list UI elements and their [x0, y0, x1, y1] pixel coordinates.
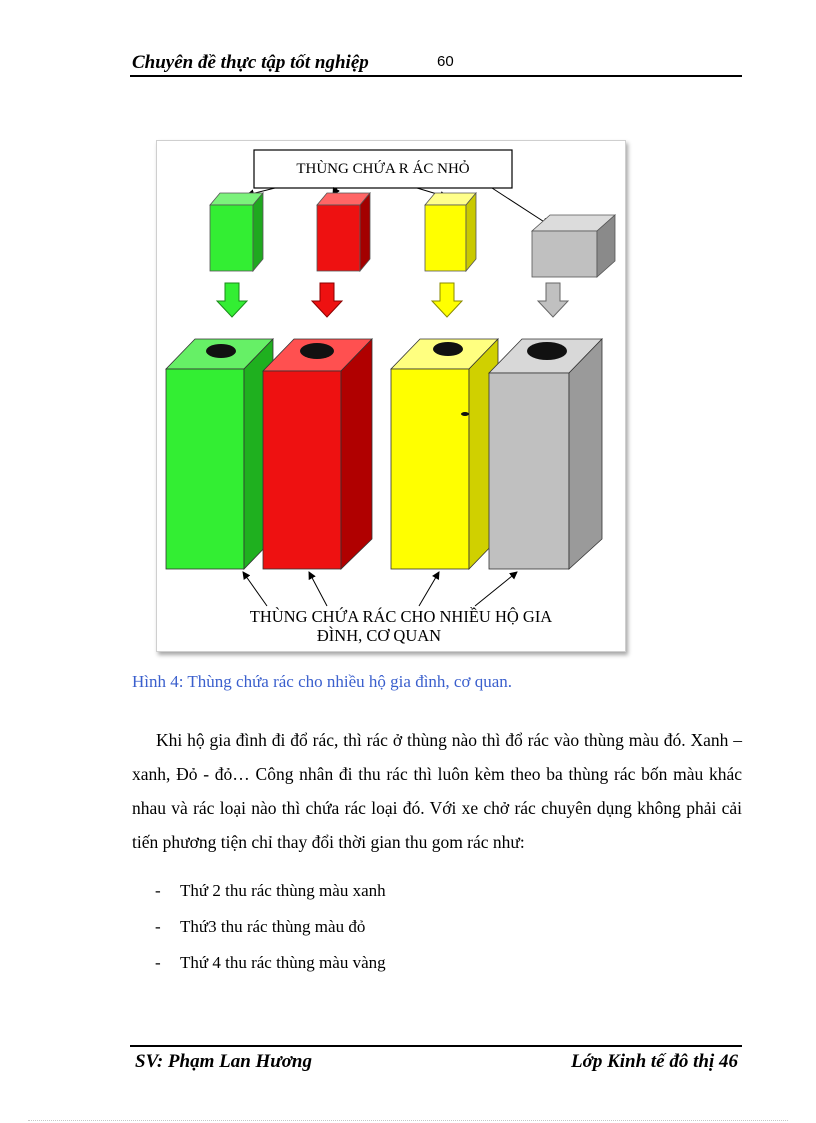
figure-caption: Hình 4: Thùng chứa rác cho nhiều hộ gia …: [132, 672, 512, 691]
page-bottom-border: [28, 1120, 788, 1121]
bins-diagram: THÙNG CHỨA R ÁC NHỎ: [165, 149, 617, 645]
connector-gray-small: [491, 187, 550, 226]
small-yellow-bin: [424, 191, 477, 273]
small-red-bin: [316, 191, 371, 273]
arrow-gray-icon: [536, 282, 570, 318]
arrow-red-icon: [310, 282, 344, 318]
large-red-bin: [262, 338, 373, 570]
list-item: -Thứ 2 thu rác thùng màu xanh: [155, 881, 386, 900]
list-item-text: Thứ 2 thu rác thùng màu xanh: [180, 881, 386, 900]
small-bins-label: THÙNG CHỨA R ÁC NHỎ: [296, 160, 469, 177]
footer-class: Lớp Kinh tế đô thị 46: [571, 1051, 738, 1072]
header-rule: [130, 75, 742, 77]
list-item-text: Thứ 4 thu rác thùng màu vàng: [180, 953, 386, 972]
arrow-yellow-icon: [430, 282, 464, 318]
large-gray-bin: [488, 338, 603, 570]
list-item: -Thứ3 thu rác thùng màu đỏ: [155, 917, 366, 936]
footer-student: SV: Phạm Lan Hương: [135, 1051, 312, 1072]
small-green-bin: [209, 191, 264, 273]
list-item: -Thứ 4 thu rác thùng màu vàng: [155, 953, 386, 972]
connector-gray-large: [474, 571, 518, 607]
arrow-green-icon: [215, 282, 249, 318]
footer-rule: [130, 1045, 742, 1047]
large-green-bin: [165, 338, 274, 570]
small-bins-label-box: [253, 149, 513, 189]
list-item-text: Thứ3 thu rác thùng màu đỏ: [180, 917, 366, 936]
connector-green-large: [242, 571, 268, 607]
schedule-list: -Thứ 2 thu rác thùng màu xanh -Thứ3 thu …: [155, 880, 386, 988]
large-yellow-bin: [390, 338, 499, 570]
page-number: 60: [437, 53, 454, 70]
large-bins-label-line2: ĐÌNH, CƠ QUAN: [317, 626, 441, 645]
figure-waste-bins: THÙNG CHỨA R ÁC NHỎ: [156, 140, 626, 652]
header-title: Chuyên đề thực tập tốt nghiệp: [132, 52, 369, 73]
connector-yellow-large: [418, 571, 440, 607]
small-gray-bin: [530, 214, 617, 278]
large-bins-label-line1: THÙNG CHỨA RÁC CHO NHIỀU HỘ GIA: [250, 607, 553, 626]
connector-red-large: [308, 571, 328, 607]
body-paragraph: Khi hộ gia đình đi đổ rác, thì rác ở thù…: [132, 730, 742, 852]
